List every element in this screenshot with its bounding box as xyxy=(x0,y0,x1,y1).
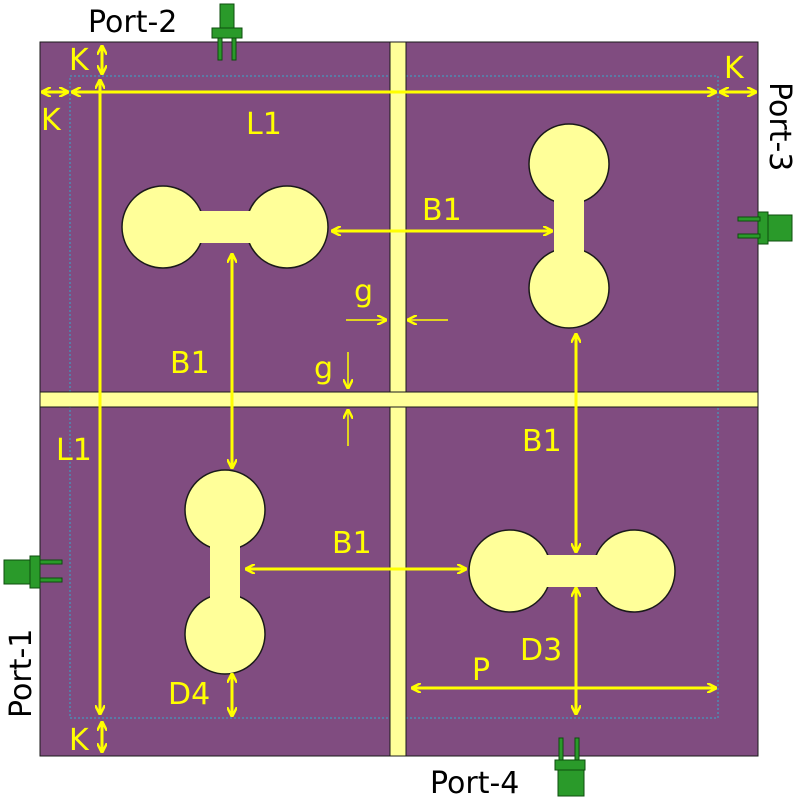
dumbbell-patch-top-right xyxy=(528,123,610,329)
k-bottom-label: K xyxy=(69,723,90,758)
l1-vertical-label: L1 xyxy=(56,433,92,468)
k-right-label: K xyxy=(724,51,745,86)
port-4-label: Port-4 xyxy=(430,766,519,798)
port-3-label: Port-3 xyxy=(762,82,797,171)
b1-top-label: B1 xyxy=(422,193,462,228)
l1-horizontal-label: L1 xyxy=(246,107,282,142)
d4-label: D4 xyxy=(168,677,210,712)
dumbbell-patch-bottom-right xyxy=(468,529,676,613)
horizontal-isolation-strip xyxy=(39,391,759,408)
b1-bottom-label: B1 xyxy=(332,526,372,561)
port-1-connector xyxy=(3,555,63,589)
k-left-label: K xyxy=(41,103,62,138)
port-2-label: Port-2 xyxy=(88,5,177,40)
dumbbell-patch-top-left xyxy=(121,185,329,269)
b1-left-label: B1 xyxy=(170,346,210,381)
port-3-connector xyxy=(737,211,793,245)
port-2-connector xyxy=(211,3,243,61)
g-horizontal-gap-label: g xyxy=(314,351,333,386)
k-top-label: K xyxy=(69,43,90,78)
port-1-label: Port-1 xyxy=(4,629,39,718)
d3-label: D3 xyxy=(520,633,562,668)
port-4-connector xyxy=(554,737,586,797)
dumbbell-patch-bottom-left xyxy=(184,469,266,675)
p-label: P xyxy=(472,653,490,688)
b1-right-label: B1 xyxy=(522,424,562,459)
g-vertical-gap-label: g xyxy=(354,274,373,309)
